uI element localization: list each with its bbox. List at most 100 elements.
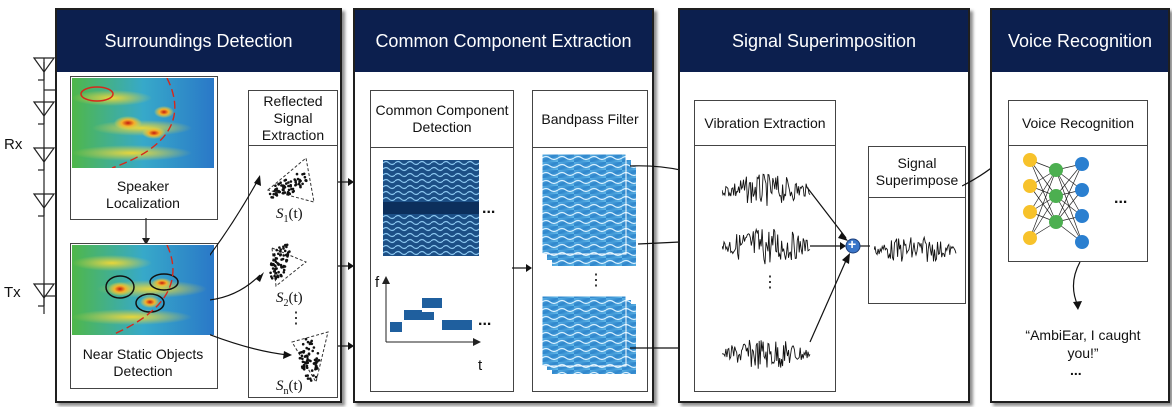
superimposed-waveform — [874, 235, 957, 263]
cloud-point — [279, 273, 282, 277]
neural-network-icon — [1023, 153, 1089, 249]
cloud-point — [306, 377, 310, 380]
cloud-point — [280, 258, 283, 261]
cloud-point — [275, 257, 279, 260]
cloud-point — [309, 377, 312, 380]
nn-edge — [1029, 169, 1057, 213]
cloud-point — [307, 347, 311, 351]
nn-node — [1075, 157, 1089, 171]
cloud-point — [277, 182, 280, 186]
cloud-point — [310, 342, 314, 346]
cloud-point — [301, 182, 304, 186]
rx-label: Rx — [4, 136, 23, 153]
cloud-point — [298, 351, 301, 355]
cloud-point — [301, 173, 304, 176]
nn-node — [1023, 153, 1037, 167]
cloud-point — [299, 184, 302, 188]
common-bar-plot — [382, 276, 481, 346]
tx-label: Tx — [4, 284, 21, 301]
cloud-point — [278, 246, 281, 249]
cloud-point — [307, 352, 311, 355]
cloud-point — [282, 254, 285, 257]
cloud-point — [295, 172, 299, 176]
cloud-point — [280, 184, 283, 187]
cloud-point — [315, 366, 319, 369]
cloud-point — [280, 266, 283, 269]
cloud-point — [283, 191, 287, 194]
common-component-title: Common Component Extraction — [355, 10, 652, 72]
voice-recognition-box-title: Voice Recognition — [1009, 101, 1147, 146]
network-ellipsis: ... — [1114, 190, 1128, 207]
speaker-localization-label: Speaker Localization — [106, 178, 180, 211]
near-static-heatmap — [72, 245, 214, 335]
cloud-point — [310, 339, 313, 343]
cloud-point — [305, 359, 309, 363]
cloud-point — [279, 250, 282, 253]
spectrogram-ellipsis: ... — [482, 200, 496, 217]
sn-arg: (t) — [288, 378, 303, 394]
cloud-point — [305, 179, 308, 183]
sn-label: Sn(t) — [276, 378, 303, 397]
cloud-point — [308, 342, 312, 346]
antenna-array — [32, 57, 56, 314]
cloud-point — [285, 258, 289, 262]
cloud-point — [275, 267, 278, 270]
cloud-point — [315, 357, 318, 360]
waveform-trace — [874, 235, 957, 263]
cloud-point — [281, 185, 285, 189]
waveform-trace — [722, 339, 811, 369]
cloud-point — [302, 368, 306, 371]
reflected-vdots: ⋮ — [288, 310, 304, 327]
cloud-point — [285, 245, 288, 249]
signal-superimpose-title: Signal Superimpose — [869, 147, 965, 198]
surroundings-detection-title: Surroundings Detection — [57, 10, 340, 72]
cloud-point — [305, 346, 308, 350]
s2-arg: (t) — [288, 290, 303, 306]
cloud-point — [289, 183, 292, 187]
s1-subscript: 1 — [283, 214, 289, 225]
cloud-point — [286, 253, 289, 256]
cloud-point — [312, 362, 316, 365]
cloud-point — [306, 374, 309, 377]
nn-edge — [1029, 195, 1057, 239]
reflected-signals-graphic — [210, 157, 329, 384]
cloud-point — [276, 275, 280, 279]
bars-ellipsis: ... — [478, 312, 492, 329]
sn-subscript: n — [283, 386, 289, 397]
nn-node — [1023, 179, 1037, 193]
cloud-point — [294, 181, 297, 184]
cloud-point — [312, 346, 316, 349]
cloud-point — [304, 354, 308, 358]
cloud-point — [277, 262, 280, 266]
sum-node-graphic — [806, 185, 870, 343]
voice-output-arrow — [1072, 262, 1082, 310]
cloud-point — [301, 360, 305, 364]
s2-symbol: S — [276, 290, 284, 306]
cloud-point — [312, 374, 315, 377]
cloud-point — [283, 179, 286, 182]
bandpass-title: Bandpass Filter — [533, 91, 647, 148]
cloud-point — [287, 188, 291, 192]
cloud-point — [303, 175, 307, 179]
cloud-point — [300, 365, 304, 368]
axis-f-label: f — [375, 274, 380, 291]
s2-subscript: 2 — [283, 298, 289, 309]
bandpass-vdots: ⋮ — [588, 272, 604, 289]
cloud-point — [316, 352, 320, 355]
nn-node — [1049, 189, 1063, 203]
cloud-point — [305, 366, 309, 369]
waveform-trace — [722, 227, 811, 265]
cloud-point — [286, 190, 290, 194]
recognized-text: “AmbiEar, I caught you!” — [1025, 327, 1141, 361]
panel1-to-panel2-arrows — [338, 178, 354, 350]
cloud-point — [314, 375, 318, 379]
reflected-extraction-box: Reflected Signal Extraction — [248, 90, 338, 398]
cloud-point — [274, 184, 277, 187]
cloud-point — [288, 192, 292, 196]
cloud-point — [302, 350, 305, 353]
cloud-point — [287, 184, 290, 188]
s1-symbol: S — [276, 206, 284, 222]
nn-node — [1075, 183, 1089, 197]
cloud-point — [298, 178, 301, 182]
